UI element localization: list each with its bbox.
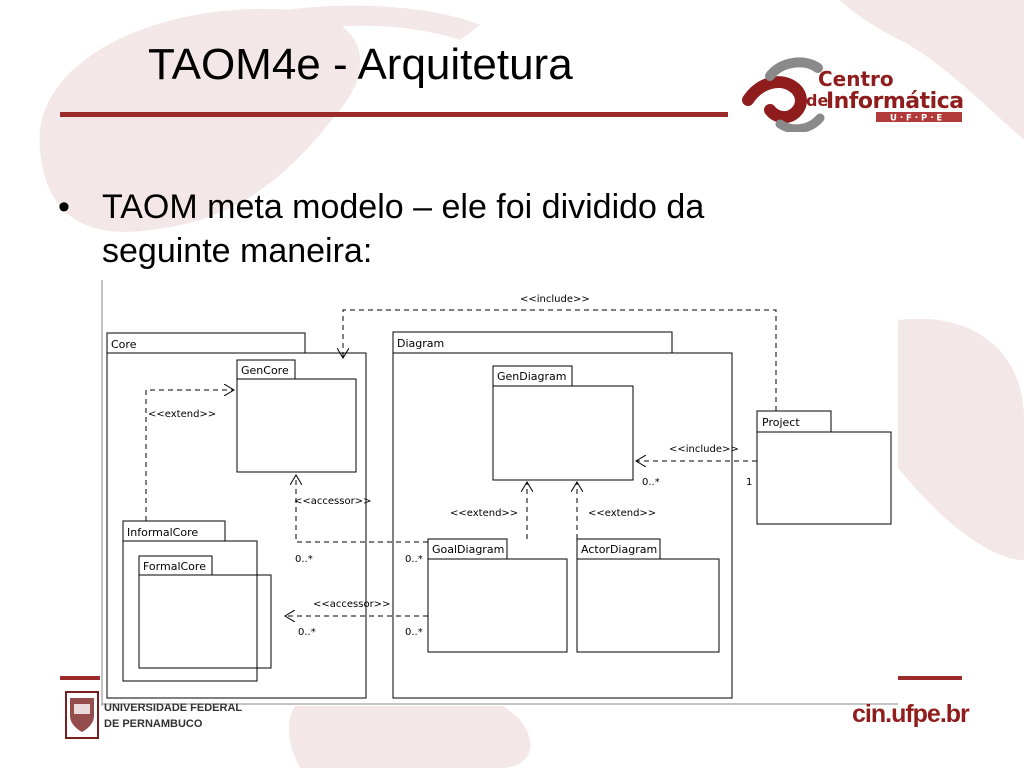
ufpe-line2: de Pernambuco bbox=[104, 718, 203, 730]
logo-line2: Informática bbox=[826, 89, 964, 114]
label-goaldiagram: GoalDiagram bbox=[432, 543, 504, 556]
multiplicity-acc-upper-right: 0..* bbox=[405, 554, 423, 565]
bullet-marker: • bbox=[58, 188, 70, 226]
bullet-text: TAOM meta modelo – ele foi dividido da s… bbox=[102, 188, 705, 270]
label-formalcore: FormalCore bbox=[143, 560, 206, 573]
dependency-include-top bbox=[343, 309, 777, 411]
label-project: Project bbox=[762, 416, 800, 429]
stereotype-include-top: <<include>> bbox=[520, 294, 590, 305]
stereotype-accessor-upper: <<accessor>> bbox=[294, 496, 371, 507]
ufpe-name: Universidade Federal de Pernambuco bbox=[104, 700, 242, 732]
package-diagram bbox=[392, 331, 733, 699]
package-goaldiagram bbox=[427, 538, 568, 653]
stereotype-extend-actor: <<extend>> bbox=[588, 508, 656, 519]
ufpe-logo bbox=[62, 688, 262, 742]
multiplicity-acc-lower-right: 0..* bbox=[405, 627, 423, 638]
logo-sub: U · F · P · E bbox=[890, 114, 942, 124]
label-core: Core bbox=[111, 338, 137, 351]
package-core bbox=[106, 332, 367, 699]
label-gencore: GenCore bbox=[241, 364, 289, 377]
footer-url: cin.ufpe.br bbox=[852, 700, 970, 728]
logo-line1: Centro bbox=[818, 67, 894, 91]
dependency-accessor-upper bbox=[296, 475, 428, 543]
slide-title: TAOM4e - Arquitetura bbox=[148, 40, 573, 89]
label-actordiagram: ActorDiagram bbox=[581, 543, 657, 556]
uml-diagram-svg: Core GenCore InformalCore FormalCore Dia… bbox=[101, 280, 898, 706]
uml-package-diagram: Core GenCore InformalCore FormalCore Dia… bbox=[100, 280, 898, 706]
stereotype-extend-goal: <<extend>> bbox=[450, 508, 518, 519]
package-gencore bbox=[236, 359, 357, 473]
title-divider bbox=[60, 112, 728, 117]
ufpe-line1: Universidade Federal bbox=[104, 702, 243, 714]
multiplicity-project-one: 1 bbox=[746, 477, 752, 488]
package-gendiagram bbox=[492, 365, 634, 481]
dependency-extend-core bbox=[145, 390, 234, 521]
package-actordiagram bbox=[576, 538, 720, 653]
label-gendiagram: GenDiagram bbox=[497, 370, 567, 383]
ufpe-crest-icon bbox=[65, 691, 99, 739]
multiplicity-acc-upper-left: 0..* bbox=[295, 554, 313, 565]
stereotype-extend-core: <<extend>> bbox=[148, 409, 216, 420]
footer-divider-right bbox=[898, 676, 962, 680]
cin-logo-mark: Centro de Informática U · F · P · E bbox=[742, 57, 964, 134]
label-informalcore: InformalCore bbox=[127, 526, 198, 539]
label-diagram: Diagram bbox=[397, 337, 444, 350]
package-formalcore bbox=[138, 555, 272, 669]
stereotype-include-right: <<include>> bbox=[669, 444, 739, 455]
stereotype-accessor-lower: <<accessor>> bbox=[313, 599, 390, 610]
cin-logo: Centro de Informática U · F · P · E bbox=[740, 52, 970, 134]
package-project bbox=[756, 410, 892, 525]
multiplicity-acc-lower-left: 0..* bbox=[298, 627, 316, 638]
multiplicity-project-gen: 0..* bbox=[642, 477, 660, 488]
footer-divider-left bbox=[60, 676, 104, 680]
package-informalcore bbox=[122, 520, 258, 682]
logo-line2-prefix: de bbox=[806, 91, 828, 110]
